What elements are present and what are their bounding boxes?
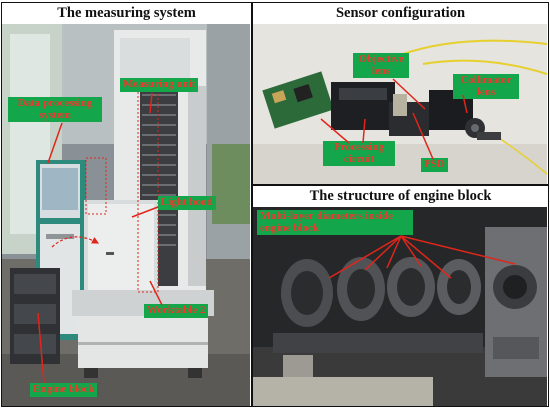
- label-measuring-unit: Measuring unit: [120, 78, 199, 92]
- engine-block-structure-panel: The structure of engine block Multi-laye…: [252, 185, 549, 407]
- label-engine-block: Engine block: [30, 383, 98, 397]
- sensor-configuration-title: Sensor configuration: [253, 3, 548, 23]
- sensor-photo: [253, 24, 547, 184]
- measuring-system-panel: The measuring system: [1, 2, 252, 407]
- sensor-configuration-panel: Sensor configuration Objective lens Coll…: [252, 2, 549, 185]
- label-multi-layer-diameters: Multi-layer diameters inside engine bloc…: [257, 210, 413, 235]
- label-psd: PSD: [421, 158, 448, 172]
- measuring-system-title: The measuring system: [2, 3, 251, 23]
- label-light-hood: Light hood: [158, 196, 216, 210]
- label-objective-lens: Objective lens: [353, 53, 409, 78]
- engine-block-structure-title: The structure of engine block: [253, 186, 548, 206]
- label-worktable: Worktable 2: [144, 304, 209, 318]
- label-data-processing-system: Data processing system: [8, 97, 102, 122]
- label-processing-circuit: Processing circuit: [323, 141, 395, 166]
- label-collimator-lens: Collimator lens: [453, 74, 519, 99]
- engine-block-photo: [253, 207, 547, 406]
